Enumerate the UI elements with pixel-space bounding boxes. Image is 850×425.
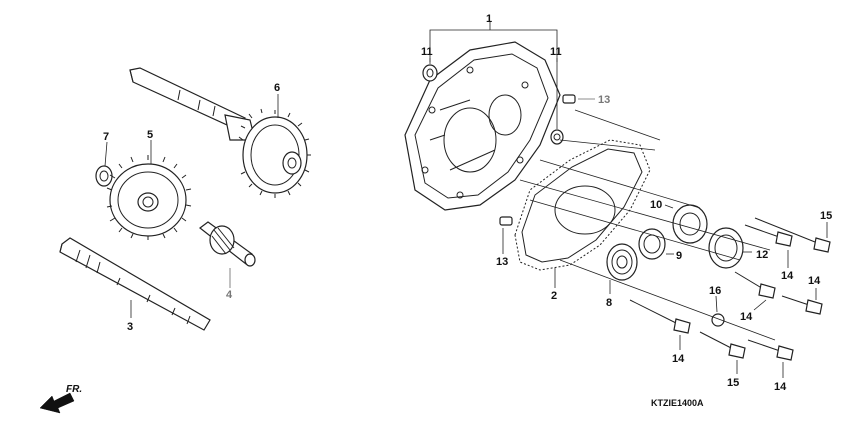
front-label: FR. bbox=[66, 384, 82, 395]
callout-11-right: 11 bbox=[550, 46, 562, 58]
callout-1: 1 bbox=[486, 13, 492, 25]
callout-2: 2 bbox=[551, 290, 557, 302]
callout-10: 10 bbox=[650, 199, 662, 211]
part-15-bolt-lower bbox=[699, 331, 746, 359]
alignment-lines bbox=[519, 109, 776, 341]
part-1-bracket bbox=[429, 22, 558, 62]
part-13-dowel-lower bbox=[499, 216, 513, 226]
part-11-seal-right bbox=[550, 129, 564, 145]
part-5-gear bbox=[106, 155, 192, 240]
part-14-bolt-b bbox=[734, 271, 776, 299]
callout-14-b: 14 bbox=[740, 311, 753, 323]
part-1-cover bbox=[404, 41, 561, 211]
part-6-shaft-gear bbox=[129, 67, 311, 198]
callout-15-right: 15 bbox=[820, 210, 832, 222]
callout-5: 5 bbox=[147, 129, 153, 141]
part-13-dowel-upper bbox=[562, 94, 576, 104]
front-direction-arrow: FR. bbox=[39, 384, 82, 414]
callout-15-lower: 15 bbox=[727, 377, 739, 389]
callout-16: 16 bbox=[709, 285, 721, 297]
part-14-bolt-a bbox=[744, 224, 793, 247]
callout-12: 12 bbox=[756, 249, 768, 261]
part-9-bearing bbox=[638, 228, 666, 260]
callout-9: 9 bbox=[676, 250, 682, 262]
callout-6: 6 bbox=[274, 82, 280, 94]
part-15-bolt-right bbox=[754, 217, 831, 253]
part-12-oil-seal bbox=[708, 227, 744, 269]
diagram-code: KTZIE1400A bbox=[651, 398, 704, 408]
left-callout-leaders bbox=[104, 94, 279, 318]
callout-14-c: 14 bbox=[808, 275, 821, 287]
part-7-washer bbox=[95, 165, 113, 187]
part-14-bolt-d bbox=[629, 299, 691, 334]
callout-7: 7 bbox=[103, 131, 109, 143]
callout-11-left: 11 bbox=[421, 46, 433, 58]
callout-4: 4 bbox=[226, 289, 233, 301]
right-callout-leaders bbox=[429, 58, 828, 378]
callout-13-upper: 13 bbox=[598, 94, 610, 106]
part-4-pinion bbox=[199, 221, 256, 267]
callout-8: 8 bbox=[606, 297, 612, 309]
callout-13-lower: 13 bbox=[496, 256, 508, 268]
part-16-washer bbox=[711, 313, 725, 327]
part-8-bearing bbox=[606, 243, 638, 281]
callout-3: 3 bbox=[127, 321, 133, 333]
callout-14-e: 14 bbox=[774, 381, 787, 393]
part-11-seal-left bbox=[422, 64, 438, 82]
callout-14-a: 14 bbox=[781, 270, 794, 282]
part-14-bolt-e bbox=[747, 339, 794, 361]
callout-14-d: 14 bbox=[672, 353, 685, 365]
part-14-bolt-c bbox=[781, 295, 823, 315]
part-3-output-shaft bbox=[59, 237, 211, 331]
